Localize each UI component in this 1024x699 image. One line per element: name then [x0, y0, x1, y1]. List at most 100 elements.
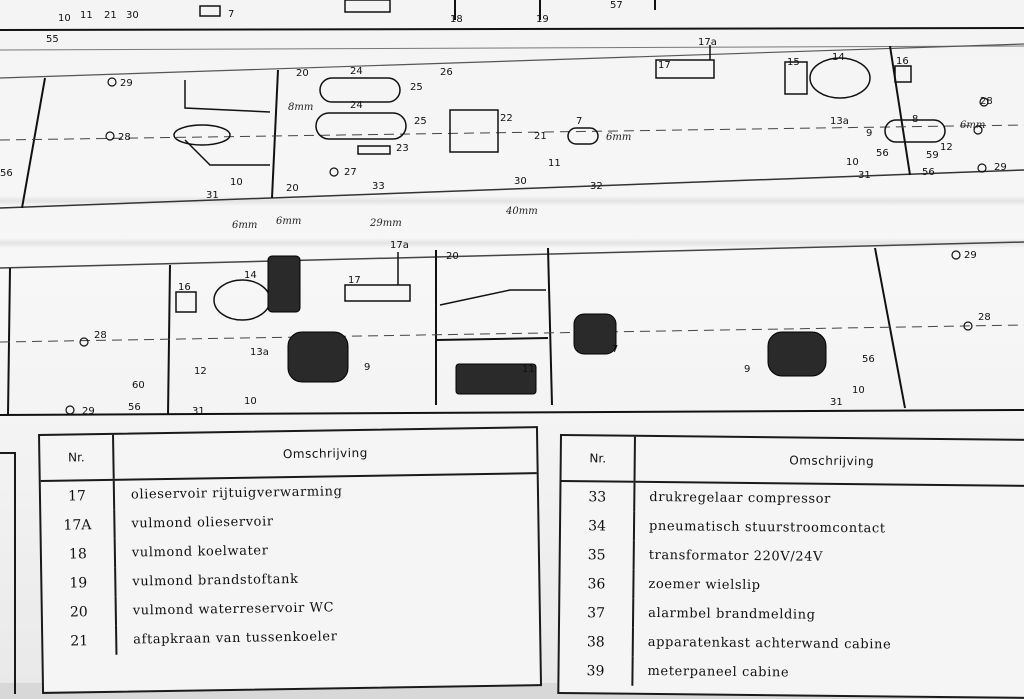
- svg-text:31: 31: [206, 190, 219, 201]
- svg-text:8: 8: [912, 114, 918, 125]
- svg-text:56: 56: [876, 148, 889, 159]
- svg-text:11: 11: [522, 364, 535, 375]
- svg-text:7: 7: [228, 9, 234, 20]
- svg-text:6mm: 6mm: [276, 216, 301, 227]
- model-block: [267, 255, 301, 313]
- svg-text:24: 24: [350, 66, 363, 77]
- svg-text:10: 10: [58, 13, 71, 24]
- svg-text:10: 10: [852, 385, 865, 396]
- svg-text:16: 16: [178, 282, 191, 293]
- svg-text:24: 24: [350, 100, 363, 111]
- svg-text:21: 21: [534, 131, 547, 142]
- svg-text:56: 56: [922, 167, 935, 178]
- svg-text:10: 10: [244, 396, 257, 407]
- svg-text:32: 32: [590, 181, 603, 192]
- svg-text:15: 15: [787, 57, 800, 68]
- row-description: vulmond olieservoir: [131, 514, 274, 532]
- svg-text:8mm: 8mm: [288, 102, 313, 113]
- row-nr: 39: [559, 656, 634, 686]
- row-nr: 38: [559, 627, 634, 657]
- svg-text:10: 10: [846, 157, 859, 168]
- svg-text:6mm: 6mm: [960, 120, 985, 131]
- svg-text:12: 12: [194, 366, 207, 377]
- svg-text:29: 29: [994, 162, 1007, 173]
- svg-text:31: 31: [192, 406, 205, 417]
- svg-text:29: 29: [82, 406, 95, 417]
- svg-text:23: 23: [396, 143, 409, 154]
- svg-text:21: 21: [104, 10, 117, 21]
- header-description: Omschrijving: [282, 445, 368, 462]
- svg-text:17a: 17a: [698, 37, 717, 48]
- row-nr: 17: [40, 480, 116, 511]
- svg-text:30: 30: [126, 10, 139, 21]
- svg-text:6mm: 6mm: [232, 220, 257, 231]
- svg-text:28: 28: [980, 96, 993, 107]
- labels-band-bottom: 20 17a 17 14 16 28 29 28 13a 9 12 60 56 …: [82, 240, 991, 417]
- paper-fold: [0, 196, 1024, 206]
- svg-text:9: 9: [364, 362, 370, 373]
- labels-band-top: 10 11 21 30 7 18 19 57 55 29 28 56 20 24…: [0, 0, 1007, 231]
- svg-text:25: 25: [414, 116, 427, 127]
- svg-text:14: 14: [244, 270, 257, 281]
- svg-text:56: 56: [0, 168, 13, 179]
- svg-text:13a: 13a: [830, 116, 849, 127]
- row-nr: 21: [43, 625, 118, 656]
- header-description: Omschrijving: [789, 453, 875, 469]
- svg-text:6mm: 6mm: [606, 132, 631, 143]
- row-description: vulmond waterreservoir WC: [132, 600, 335, 619]
- svg-text:55: 55: [46, 34, 59, 45]
- model-tank: [287, 331, 349, 383]
- svg-text:12: 12: [940, 142, 953, 153]
- svg-text:28: 28: [94, 330, 107, 341]
- svg-text:57: 57: [610, 0, 623, 11]
- table-stub-left: [0, 452, 16, 694]
- svg-text:29: 29: [964, 250, 977, 261]
- svg-text:11: 11: [548, 158, 561, 169]
- row-nr: 37: [559, 598, 635, 628]
- svg-text:9: 9: [866, 128, 872, 139]
- svg-text:16: 16: [896, 56, 909, 67]
- svg-text:17: 17: [348, 275, 361, 286]
- svg-text:18: 18: [450, 14, 463, 25]
- row-description: meterpaneel cabine: [647, 663, 790, 681]
- svg-text:11: 11: [80, 10, 93, 21]
- svg-text:29mm: 29mm: [369, 218, 402, 229]
- svg-text:19: 19: [536, 14, 549, 25]
- header-nr: Nr.: [561, 436, 636, 481]
- svg-text:17a: 17a: [390, 240, 409, 251]
- row-description: pneumatisch stuurstroomcontact: [648, 518, 886, 537]
- schematic-band-top: [0, 43, 1024, 209]
- svg-text:25: 25: [410, 82, 423, 93]
- row-nr: 36: [560, 569, 635, 599]
- row-description: transformator 220V/24V: [648, 547, 824, 565]
- header-nr: Nr.: [40, 434, 115, 480]
- svg-text:33: 33: [372, 181, 385, 192]
- svg-text:29: 29: [120, 78, 133, 89]
- row-description: aftapkraan van tussenkoeler: [133, 629, 338, 648]
- svg-text:20: 20: [446, 251, 459, 262]
- row-description: alarmbel brandmelding: [648, 605, 816, 623]
- schematic-drawing: 10 11 21 30 7 18 19 57 55 29 28 56 20 24…: [0, 0, 1024, 417]
- row-nr: 33: [561, 482, 636, 512]
- svg-text:56: 56: [128, 402, 141, 413]
- row-nr: 18: [41, 538, 117, 569]
- svg-text:31: 31: [830, 397, 843, 408]
- row-description: zoemer wielslip: [648, 576, 761, 594]
- legend-table-left: Nr. Omschrijving 17 olieservoir rijtuigv…: [38, 426, 543, 694]
- svg-text:26: 26: [440, 67, 453, 78]
- top-strip: [0, 0, 1024, 51]
- svg-text:40mm: 40mm: [505, 206, 538, 217]
- row-nr: 17A: [41, 509, 116, 540]
- svg-text:27: 27: [344, 167, 357, 178]
- row-nr: 20: [42, 596, 118, 627]
- svg-text:22: 22: [500, 113, 513, 124]
- legend-table-right: Nr. Omschrijving 33 drukregelaar compres…: [557, 434, 1024, 699]
- svg-text:31: 31: [858, 170, 871, 181]
- table-header: Nr. Omschrijving: [561, 436, 1024, 487]
- model-engine: [455, 363, 537, 395]
- row-description: vulmond koelwater: [131, 543, 269, 561]
- svg-text:30: 30: [514, 176, 527, 187]
- row-nr: 35: [560, 540, 635, 570]
- model-tank-right: [767, 331, 827, 377]
- svg-text:20: 20: [286, 183, 299, 194]
